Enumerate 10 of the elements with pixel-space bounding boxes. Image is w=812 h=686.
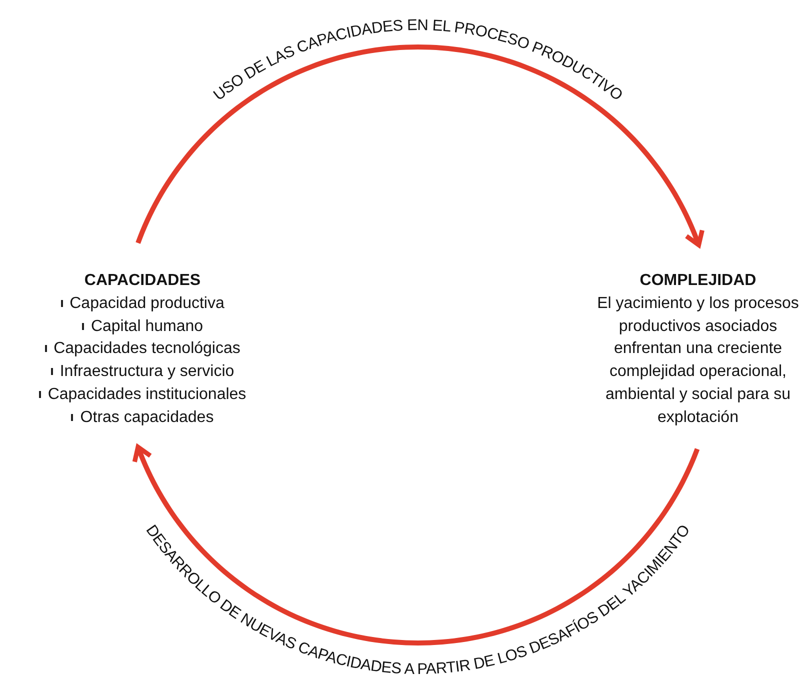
list-item: Capacidad productiva — [0, 292, 285, 316]
curved-arrow — [136, 44, 704, 248]
description-text: El yacimiento y los procesos productivos asociados enfrentan una creciente complejidad operacional, ambiental y social para su explotación — [596, 294, 800, 428]
list-item: Infraestructura y servicio — [0, 361, 285, 384]
list-item: Capacidades tecnológicas — [0, 338, 285, 362]
list-item: Otras capacidades — [0, 406, 285, 430]
list-item: Capacidades institucionales — [0, 384, 285, 407]
list-item: Capital humano — [0, 316, 285, 338]
node-title: CAPACIDADES — [83, 271, 202, 291]
node-title: COMPLEJIDAD — [638, 271, 758, 291]
